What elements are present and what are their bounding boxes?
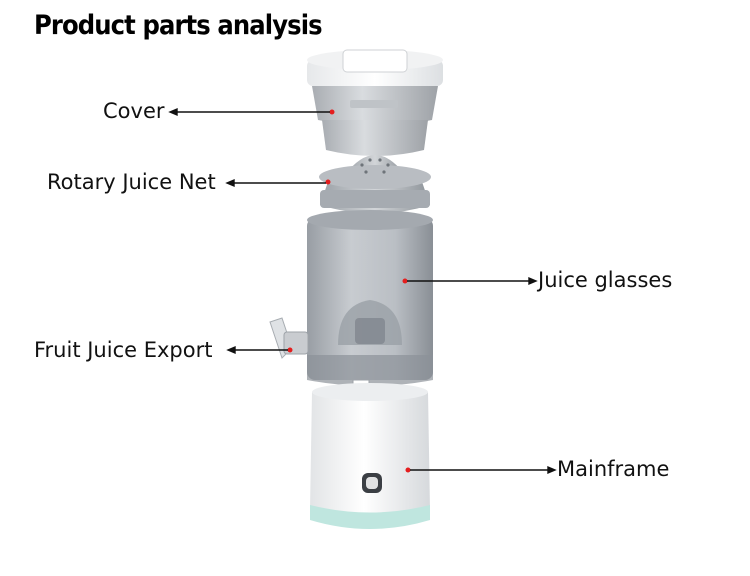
net-dot [325, 179, 331, 185]
indicator-dots [287, 109, 411, 473]
cover-label: Cover [103, 99, 165, 123]
juice-glasses-label: Juice glasses [538, 268, 673, 292]
net-arrow-icon [225, 178, 235, 188]
mainframe-label: Mainframe [557, 457, 670, 481]
mainframe-arrow-icon [547, 465, 557, 475]
glasses-arrow-icon [528, 276, 538, 286]
rotary-juice-net-part [319, 155, 431, 214]
juice-glasses-part [307, 210, 433, 389]
rotary-juice-net-label: Rotary Juice Net [47, 170, 216, 194]
export-arrow-icon [226, 345, 236, 355]
mainframe-dot [405, 467, 411, 473]
cover-part [307, 49, 443, 156]
page-title: Product parts analysis [34, 10, 323, 41]
mainframe-part [310, 383, 430, 529]
leader-lines [168, 107, 557, 475]
fruit-juice-export-label: Fruit Juice Export [34, 338, 213, 362]
glasses-dot [402, 278, 408, 284]
cover-arrow-icon [168, 107, 178, 117]
cover-dot [329, 109, 335, 115]
export-dot [287, 347, 293, 353]
